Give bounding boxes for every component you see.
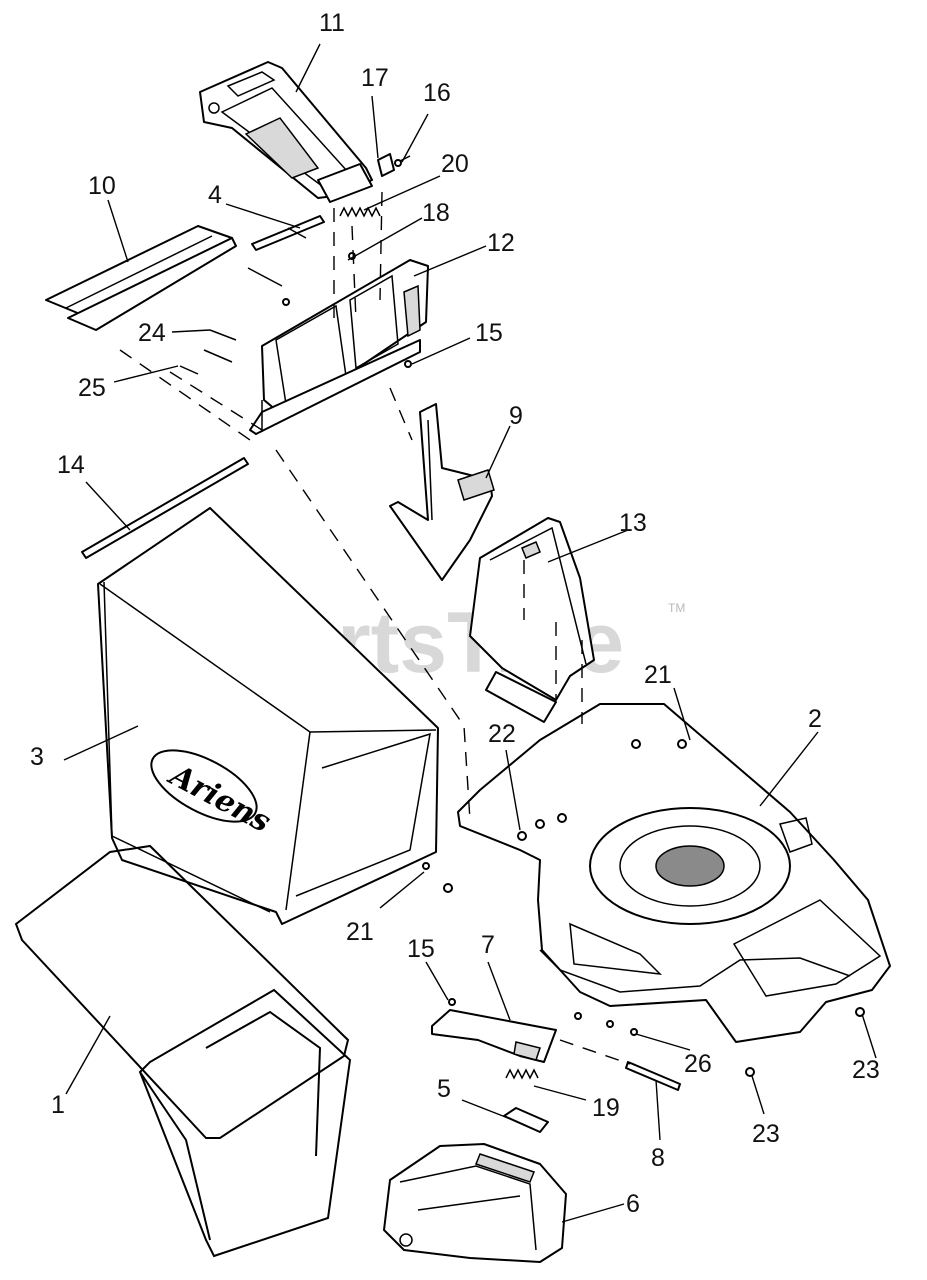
callout-6: 6 — [626, 1190, 640, 1218]
callout-21-upper: 21 — [644, 661, 672, 689]
callout-19: 19 — [592, 1094, 620, 1122]
part-12-bracket — [249, 259, 429, 435]
callout-10: 10 — [88, 172, 116, 200]
part-2-deck — [457, 703, 891, 1043]
callout-15-upper: 15 — [475, 319, 503, 347]
callout-23-lower: 23 — [752, 1120, 780, 1148]
callout-20: 20 — [441, 150, 469, 178]
part-13-deflector — [469, 517, 595, 723]
callout-23-right: 23 — [852, 1056, 880, 1084]
callout-26: 26 — [684, 1050, 712, 1078]
alignment-lines — [119, 191, 631, 1065]
part-8-rod — [625, 1061, 681, 1091]
part-10-flap — [45, 225, 237, 331]
small-screws-upper — [179, 227, 412, 375]
callout-16: 16 — [423, 79, 451, 107]
part-22-bolts — [517, 813, 567, 841]
callout-24: 24 — [138, 319, 166, 347]
part-6-rear-cover — [383, 1143, 567, 1263]
part-19-spring — [505, 1068, 539, 1080]
callout-9: 9 — [509, 402, 523, 430]
callout-13: 13 — [619, 509, 647, 537]
callout-21-lower: 21 — [346, 918, 374, 946]
part-7-flap — [431, 1009, 557, 1063]
callout-17: 17 — [361, 64, 389, 92]
part-4-pin — [251, 215, 325, 251]
callout-11: 11 — [319, 9, 345, 37]
callout-22: 22 — [488, 720, 516, 748]
callout-labels: 11 17 16 20 10 4 18 12 24 15 25 9 14 13 … — [30, 9, 880, 1218]
callout-4: 4 — [208, 181, 222, 209]
part-11-cover — [199, 61, 373, 203]
leader-lines — [63, 43, 877, 1223]
part-21-screws — [422, 739, 687, 893]
callout-12: 12 — [487, 229, 515, 257]
callout-14: 14 — [57, 451, 85, 479]
part-20-spring — [339, 206, 381, 218]
callout-1: 1 — [51, 1091, 65, 1119]
part-5-bracket — [503, 1107, 549, 1133]
callout-2: 2 — [808, 705, 822, 733]
part-1-frame — [14, 844, 352, 1258]
callout-25: 25 — [78, 374, 106, 402]
callout-7: 7 — [481, 931, 495, 959]
part-14-rod — [81, 457, 249, 559]
callout-18: 18 — [422, 199, 450, 227]
part-17-clip — [377, 153, 395, 177]
part-9-chute — [389, 403, 495, 581]
callout-5: 5 — [437, 1075, 451, 1103]
watermark-trademark: TM — [668, 601, 685, 615]
part-3-bag: Ariens — [97, 507, 439, 925]
callout-8: 8 — [651, 1144, 665, 1172]
callout-3: 3 — [30, 743, 44, 771]
callout-15-lower: 15 — [407, 935, 435, 963]
